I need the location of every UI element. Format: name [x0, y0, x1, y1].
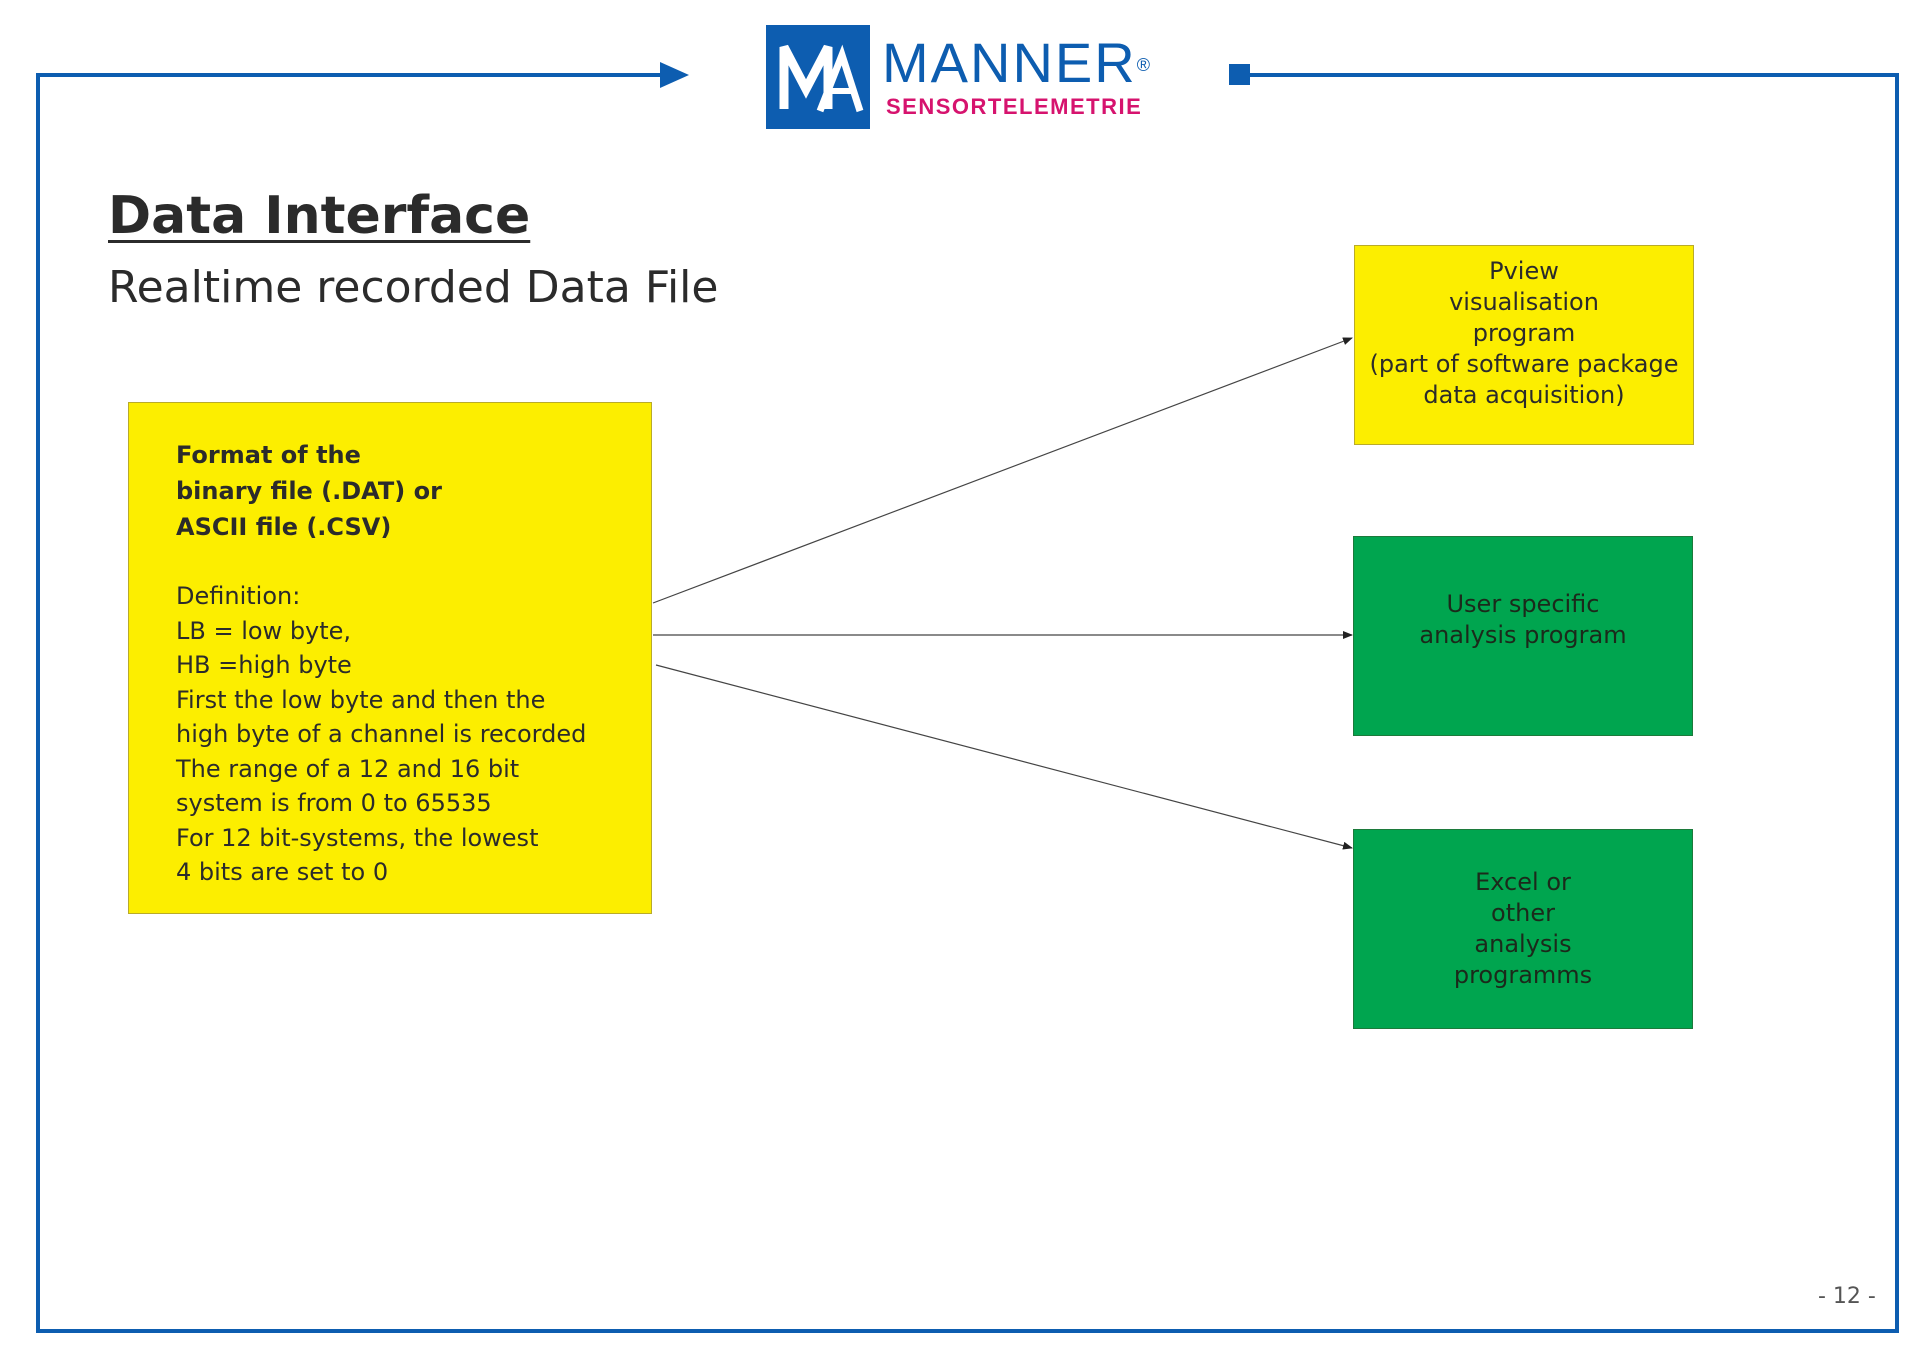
- brand-subtitle: SENSORTELEMETRIE: [886, 94, 1143, 119]
- manner-ma-logo-icon: [766, 25, 870, 129]
- arrow-to-excel: [655, 664, 1353, 850]
- excel-program-box: Excel or other analysis programms: [1353, 829, 1693, 1029]
- pview-program-label: Pview visualisation program (part of sof…: [1369, 256, 1679, 409]
- data-format-box: Format of the binary file (.DAT) or ASCI…: [128, 402, 652, 914]
- excel-program-label: Excel or other analysis programms: [1453, 868, 1593, 989]
- user-program-label: User specific analysis program: [1419, 590, 1627, 649]
- manner-logo: MANNER® SENSORTELEMETRIE: [766, 24, 1166, 130]
- registered-mark: ®: [1136, 55, 1152, 75]
- format-definition: Definition: LB = low byte, HB =high byte…: [176, 582, 587, 886]
- brand-text: MANNER® SENSORTELEMETRIE: [882, 34, 1152, 120]
- frame-square-icon: [1229, 64, 1250, 85]
- user-program-box: User specific analysis program: [1353, 536, 1693, 736]
- page-subtitle: Realtime recorded Data File: [108, 262, 719, 313]
- frame-arrow-icon: [660, 62, 689, 88]
- arrow-to-pview: [652, 337, 1353, 604]
- frame-border: [36, 73, 1899, 1333]
- format-heading: Format of the binary file (.DAT) or ASCI…: [176, 441, 442, 541]
- pview-program-box: Pview visualisation program (part of sof…: [1354, 245, 1694, 445]
- brand-name: MANNER®: [882, 31, 1152, 94]
- page-number: - 12 -: [1818, 1284, 1876, 1309]
- page-title: Data Interface: [108, 186, 531, 246]
